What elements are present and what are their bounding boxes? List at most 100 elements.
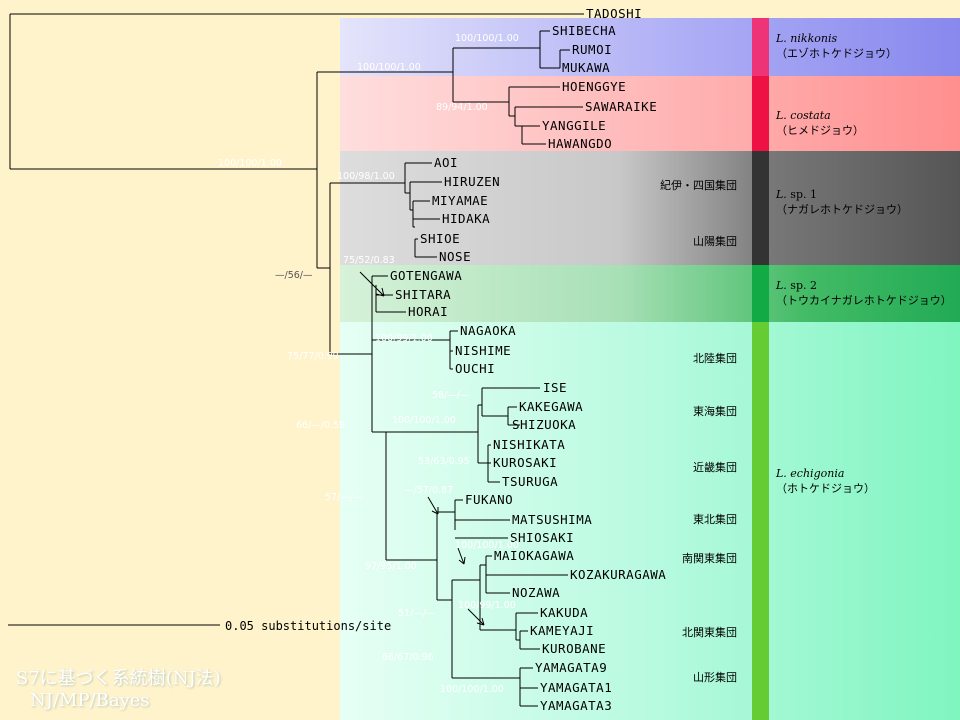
common-name: （ナガレホトケドジョウ）	[776, 203, 908, 216]
species-genus: L.	[776, 188, 787, 201]
leaf-rumoi: RUMOI	[572, 42, 613, 57]
clade-label-nikkonis: L. nikkonis （エゾホトケドジョウ）	[776, 31, 956, 61]
leaf-kurobane: KUROBANE	[542, 641, 607, 656]
leaf-matsushima: MATSUSHIMA	[512, 512, 593, 527]
leaf-miyamae: MIYAMAE	[432, 193, 489, 208]
leaf-yamagata3: YAMAGATA3	[540, 698, 613, 713]
common-name: （ヒメドジョウ）	[776, 124, 864, 137]
leaf-kozakuragawa: KOZAKURAGAWA	[570, 567, 667, 582]
species-epithet: sp. 1	[786, 188, 817, 201]
support-kitakanto: 100/99/1.00	[458, 600, 516, 611]
species-name: L. echigonia	[776, 467, 845, 480]
leaf-maiokagawa: MAIOKAGAWA	[494, 548, 575, 563]
band-sp2	[340, 265, 960, 322]
leaf-horai: HORAI	[408, 304, 449, 319]
band-costata	[340, 76, 960, 151]
support-minamikanto: 100/100/1.00	[455, 540, 519, 551]
band-sp1	[340, 151, 960, 265]
leaf-hiruzen: HIRUZEN	[444, 174, 501, 189]
clade-label-sp2: L. sp. 2 （トウカイナガレホトケドジョウ）	[776, 278, 956, 308]
group-yamagata: 山形集団	[693, 671, 737, 684]
species-name: L. costata	[776, 109, 831, 122]
figure-subtitle: NJ/MP/Bayes	[30, 690, 150, 711]
support-kanto-yamagata: 51/—/—	[398, 608, 436, 619]
leaf-hawangdo: HAWANGDO	[548, 136, 613, 151]
clade-label-sp1: L. sp. 1 （ナガレホトケドジョウ）	[776, 187, 956, 217]
leaf-nishikata: NISHIKATA	[493, 437, 566, 452]
common-name: （ホトケドジョウ）	[776, 482, 875, 495]
leaf-ise: ISE	[543, 380, 568, 395]
leaf-hoenggye: HOENGGYE	[562, 79, 627, 94]
group-kinki: 近畿集団	[693, 461, 737, 474]
common-name: （トウカイナガレホトケドジョウ）	[776, 294, 952, 307]
leaf-sawaraike: SAWARAIKE	[585, 99, 658, 114]
leaf-shiosaki: SHIOSAKI	[510, 530, 575, 545]
clade-label-costata: L. costata （ヒメドジョウ）	[776, 108, 956, 138]
bar-sp1	[752, 151, 769, 265]
leaf-nishime: NISHIME	[455, 343, 512, 358]
bar-costata	[752, 76, 769, 151]
leaf-yamagata1: YAMAGATA1	[540, 680, 613, 695]
group-kii: 紀伊・四国集団	[660, 179, 737, 192]
support-nikkonis: 100/100/1.00	[455, 33, 519, 44]
support-hokuriku: 100/99/1.00	[375, 333, 433, 344]
leaf-nose: NOSE	[439, 249, 472, 264]
species-name: L. sp. 1	[776, 187, 956, 202]
support-yamagata: 100/100/1.00	[440, 684, 504, 695]
support-north: 66/67/0.96	[382, 652, 434, 663]
support-tohoku: —/57/0.87	[404, 485, 454, 496]
leaf-shitara: SHITARA	[395, 287, 452, 302]
leaf-hidaka: HIDAKA	[442, 211, 491, 226]
support-sp2-echigonia: 75/77/0.99	[287, 351, 339, 362]
leaf-tadoshi: TADOSHI	[586, 6, 643, 21]
support-echigonia-b: 57/—/—	[325, 492, 363, 503]
band-echigonia	[340, 322, 960, 720]
group-kitakanto: 北関東集団	[682, 626, 737, 639]
species-name: L. nikkonis	[776, 32, 838, 45]
bar-sp2	[752, 265, 769, 322]
group-minamikanto: 南関東集団	[682, 552, 737, 565]
support-echigonia-a: 66/—/0.59	[296, 420, 346, 431]
support-tokai-kinki: 100/100/1.00	[392, 415, 456, 426]
leaf-shizuoka: SHIZUOKA	[512, 417, 577, 432]
leaf-fukano: FUKANO	[465, 492, 514, 507]
leaf-kakegawa: KAKEGAWA	[519, 399, 584, 414]
clade-label-echigonia: L. echigonia （ホトケドジョウ）	[776, 466, 956, 496]
support-costata: 89/94/1.00	[436, 102, 488, 113]
support-ingroup: 100/100/1.00	[218, 158, 282, 169]
species-genus: L.	[776, 279, 787, 292]
bar-echigonia	[752, 322, 769, 720]
leaf-nozawa: NOZAWA	[512, 585, 561, 600]
leaf-yamagata9: YAMAGATA9	[535, 660, 608, 675]
leaf-tsuruga: TSURUGA	[502, 474, 559, 489]
support-lower-main: —/56/—	[275, 270, 313, 281]
group-hokuriku: 北陸集団	[693, 352, 737, 365]
group-sanyo: 山陽集団	[693, 235, 737, 248]
support-kinki: 53/63/0.95	[418, 456, 470, 467]
support-east: 97/95/1.00	[365, 561, 417, 572]
support-sp1: 100/98/1.00	[337, 171, 395, 182]
species-epithet: sp. 2	[786, 279, 817, 292]
band-nikkonis	[340, 18, 960, 76]
support-tokai: 58/—/—	[432, 390, 470, 401]
leaf-yanggile: YANGGILE	[542, 118, 607, 133]
leaf-kurosaki: KUROSAKI	[493, 455, 558, 470]
leaf-shibecha: SHIBECHA	[552, 23, 617, 38]
species-name: L. sp. 2	[776, 278, 956, 293]
scale-bar-label: 0.05 substitutions/site	[225, 619, 392, 633]
leaf-gotengawa: GOTENGAWA	[390, 268, 463, 283]
leaf-ouchi: OUCHI	[455, 361, 496, 376]
leaf-kakuda: KAKUDA	[540, 605, 589, 620]
figure-title: S7に基づく系統樹(NJ法)	[16, 668, 221, 689]
common-name: （エゾホトケドジョウ）	[776, 47, 897, 60]
leaf-shioe: SHIOE	[420, 231, 461, 246]
group-tohoku: 東北集団	[693, 513, 737, 526]
group-tokai: 東海集団	[693, 405, 737, 418]
leaf-nagaoka: NAGAOKA	[460, 323, 517, 338]
leaf-mukawa: MUKAWA	[562, 60, 611, 75]
leaf-kameyaji: KAMEYAJI	[530, 623, 595, 638]
bar-nikkonis	[752, 18, 769, 76]
support-nikkonis-costata: 100/100/1.00	[357, 62, 421, 73]
